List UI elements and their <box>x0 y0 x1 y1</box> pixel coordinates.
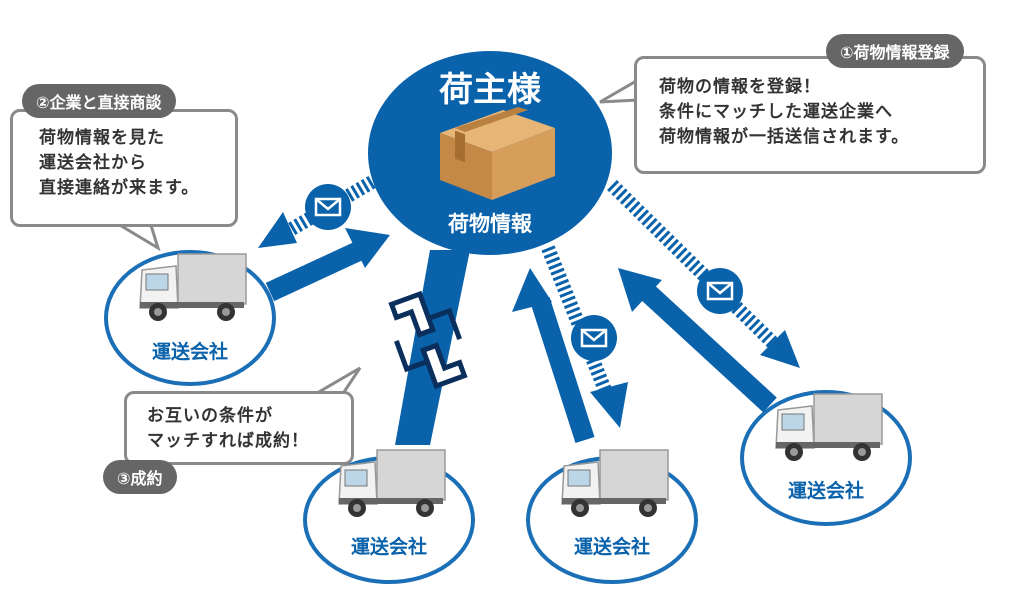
truck-icon <box>338 449 446 517</box>
cargo-info-label: 荷物情報 <box>448 212 533 236</box>
send-arrows <box>258 175 800 428</box>
truck-icon <box>139 253 247 321</box>
reply-arrowhead-mid <box>512 268 552 312</box>
carrier-node-bottom-mid: 運送会社 <box>526 449 698 584</box>
callout-line: 荷物の情報を登録！ <box>659 77 821 97</box>
callout-line: 荷物情報を見た <box>39 128 165 148</box>
callout-line: マッチすれば成約！ <box>147 431 309 451</box>
envelope-icon <box>697 268 743 314</box>
shipper-node: 荷主様 荷物情報 <box>368 51 612 255</box>
truck-icon <box>775 393 883 461</box>
callout-line: 荷物情報が一括送信されます。 <box>659 127 910 147</box>
reply-arrow-mid <box>530 296 595 444</box>
reply-arrowhead-left <box>345 228 390 268</box>
callout-step3: お互いの条件が マッチすれば成約！ <box>124 391 354 465</box>
envelope-icon <box>305 184 351 230</box>
send-arrow-left <box>286 175 376 237</box>
chain-link-icon <box>388 290 468 390</box>
reply-arrowhead-right <box>618 268 662 312</box>
callout-step1: 荷物の情報を登録！ 条件にマッチした運送企業へ 荷物情報が一括送信されます。 <box>634 56 986 174</box>
send-arrowhead-left <box>258 212 297 248</box>
shipper-title: 荷主様 <box>439 70 542 110</box>
carrier-node-left: 運送会社 <box>104 250 276 386</box>
reply-arrow-left <box>265 238 370 302</box>
callout-line: お互いの条件が <box>147 406 273 426</box>
callout-line: 運送会社から <box>39 153 147 173</box>
send-arrowhead-right <box>760 330 800 368</box>
callout-tail-step1 <box>599 77 640 104</box>
callout-step2: 荷物情報を見た 運送会社から 直接連絡が来ます。 <box>10 109 238 227</box>
send-arrowhead-mid <box>590 382 628 428</box>
callout-line: 条件にマッチした運送企業へ <box>659 102 893 122</box>
carrier-label: 運送会社 <box>788 479 864 502</box>
reply-arrow-right <box>638 282 777 413</box>
carrier-node-right: 運送会社 <box>740 390 912 526</box>
carrier-node-bottom-left: 運送会社 <box>303 449 475 584</box>
carrier-label: 運送会社 <box>152 340 228 363</box>
step-badge-1: ①荷物情報登録 <box>826 34 964 68</box>
step-badge-2: ②企業と直接商談 <box>22 84 176 118</box>
carrier-label: 運送会社 <box>351 535 427 558</box>
send-arrow-mid <box>541 245 612 393</box>
envelope-icon <box>571 315 617 361</box>
cardboard-box-icon <box>440 107 555 200</box>
carrier-label: 運送会社 <box>574 535 650 558</box>
step-badge-3: ③成約 <box>103 460 177 494</box>
callout-line: 直接連絡が来ます。 <box>39 178 200 198</box>
send-arrow-right <box>607 180 780 350</box>
truck-icon <box>561 449 669 517</box>
